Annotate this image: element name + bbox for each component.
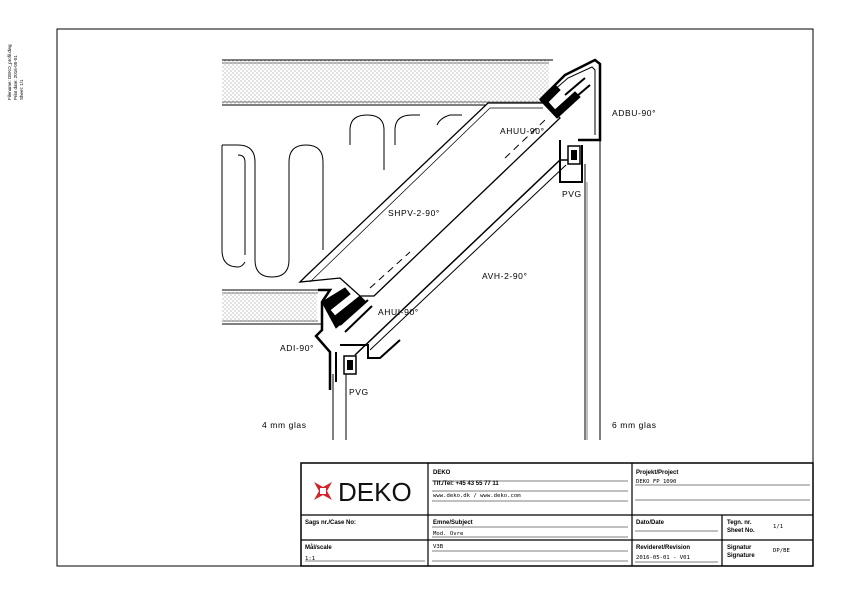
company-web: www.deko.dk / www.deko.com bbox=[433, 493, 521, 499]
adbu-inner bbox=[544, 66, 596, 135]
avh-profile-inner bbox=[369, 164, 567, 351]
label-glass-left: 4 mm glas bbox=[262, 420, 307, 430]
subject-heading: Emne/Subject bbox=[433, 520, 473, 526]
case-heading: Sags nr./Case No: bbox=[305, 520, 356, 526]
margin-note-line-1: Filename: DEKO_profil.dwg bbox=[7, 44, 12, 100]
adbu-profile bbox=[539, 58, 602, 142]
ahuu-profile bbox=[539, 85, 581, 119]
label-pvg-bottom: PVG bbox=[349, 387, 369, 397]
label-glass-right: 6 mm glas bbox=[612, 420, 657, 430]
date-heading: Dato/Date bbox=[636, 520, 665, 526]
shpv-centerline-bottom bbox=[369, 251, 411, 289]
top-frame-bracket bbox=[559, 140, 583, 183]
drawing-no-heading-1: Tegn. nr. bbox=[727, 520, 752, 526]
title-block bbox=[300, 462, 814, 567]
margin-note-line-2: Print date: 2016-05-01 bbox=[13, 55, 18, 100]
ahuu-profile-2 bbox=[564, 77, 591, 103]
label-ahui: AHUI-90° bbox=[378, 307, 419, 317]
scale-value: 1:1 bbox=[305, 556, 315, 562]
signature-heading-2: Signature bbox=[727, 553, 755, 559]
signature-heading-1: Signatur bbox=[727, 545, 752, 551]
shpv-centerline-top bbox=[504, 119, 546, 159]
label-adbu: ADBU-90° bbox=[612, 108, 656, 118]
subject-line-1: Mod. Ovre bbox=[433, 531, 464, 537]
bottom-frame-bracket bbox=[335, 339, 401, 382]
shpv-profile bbox=[298, 102, 561, 297]
label-avh: AVH-2-90° bbox=[482, 271, 528, 281]
glass-right bbox=[584, 140, 601, 440]
subject-line-2: V3B bbox=[433, 544, 444, 550]
drawing-no-heading-2: Sheet No. bbox=[727, 528, 755, 534]
upper-panel bbox=[222, 59, 553, 106]
ahui-profile-2 bbox=[339, 299, 373, 333]
signature-value: DP/BE bbox=[773, 548, 790, 554]
project-heading: Projekt/Project bbox=[636, 470, 678, 476]
scale-heading: Mål/scale bbox=[305, 544, 332, 551]
label-ahuu: AHUU-90° bbox=[500, 126, 545, 136]
label-shpv: SHPV-2-90° bbox=[388, 208, 440, 218]
revision-heading: Revideret/Revision bbox=[636, 545, 690, 551]
revision-value: 2016-05-01 - V01 bbox=[636, 555, 690, 561]
company-phone: Tlf./Tel: +45 43 55 77 11 bbox=[433, 481, 499, 487]
project-value: DEKO FP 1090 bbox=[636, 479, 676, 485]
logo-text: DEKO bbox=[338, 477, 412, 507]
deko-logo: DEKO bbox=[314, 477, 412, 507]
glass-left bbox=[332, 374, 347, 440]
shpv-inner bbox=[309, 107, 543, 283]
heating-loops bbox=[222, 144, 324, 278]
margin-note-line-3: Sheet: 1/1 bbox=[19, 79, 24, 100]
heating-loops-right bbox=[349, 114, 462, 170]
lower-panel bbox=[222, 289, 322, 325]
adi-profile bbox=[314, 288, 333, 390]
heating-loops-inner bbox=[221, 154, 246, 268]
drawing-no-value: 1/1 bbox=[773, 524, 783, 530]
label-adi: ADI-90° bbox=[280, 343, 314, 353]
margin-note: Filename: DEKO_profil.dwg Print date: 20… bbox=[7, 44, 24, 100]
company-heading: DEKO bbox=[433, 470, 451, 476]
label-pvg-top: PVG bbox=[562, 189, 582, 199]
